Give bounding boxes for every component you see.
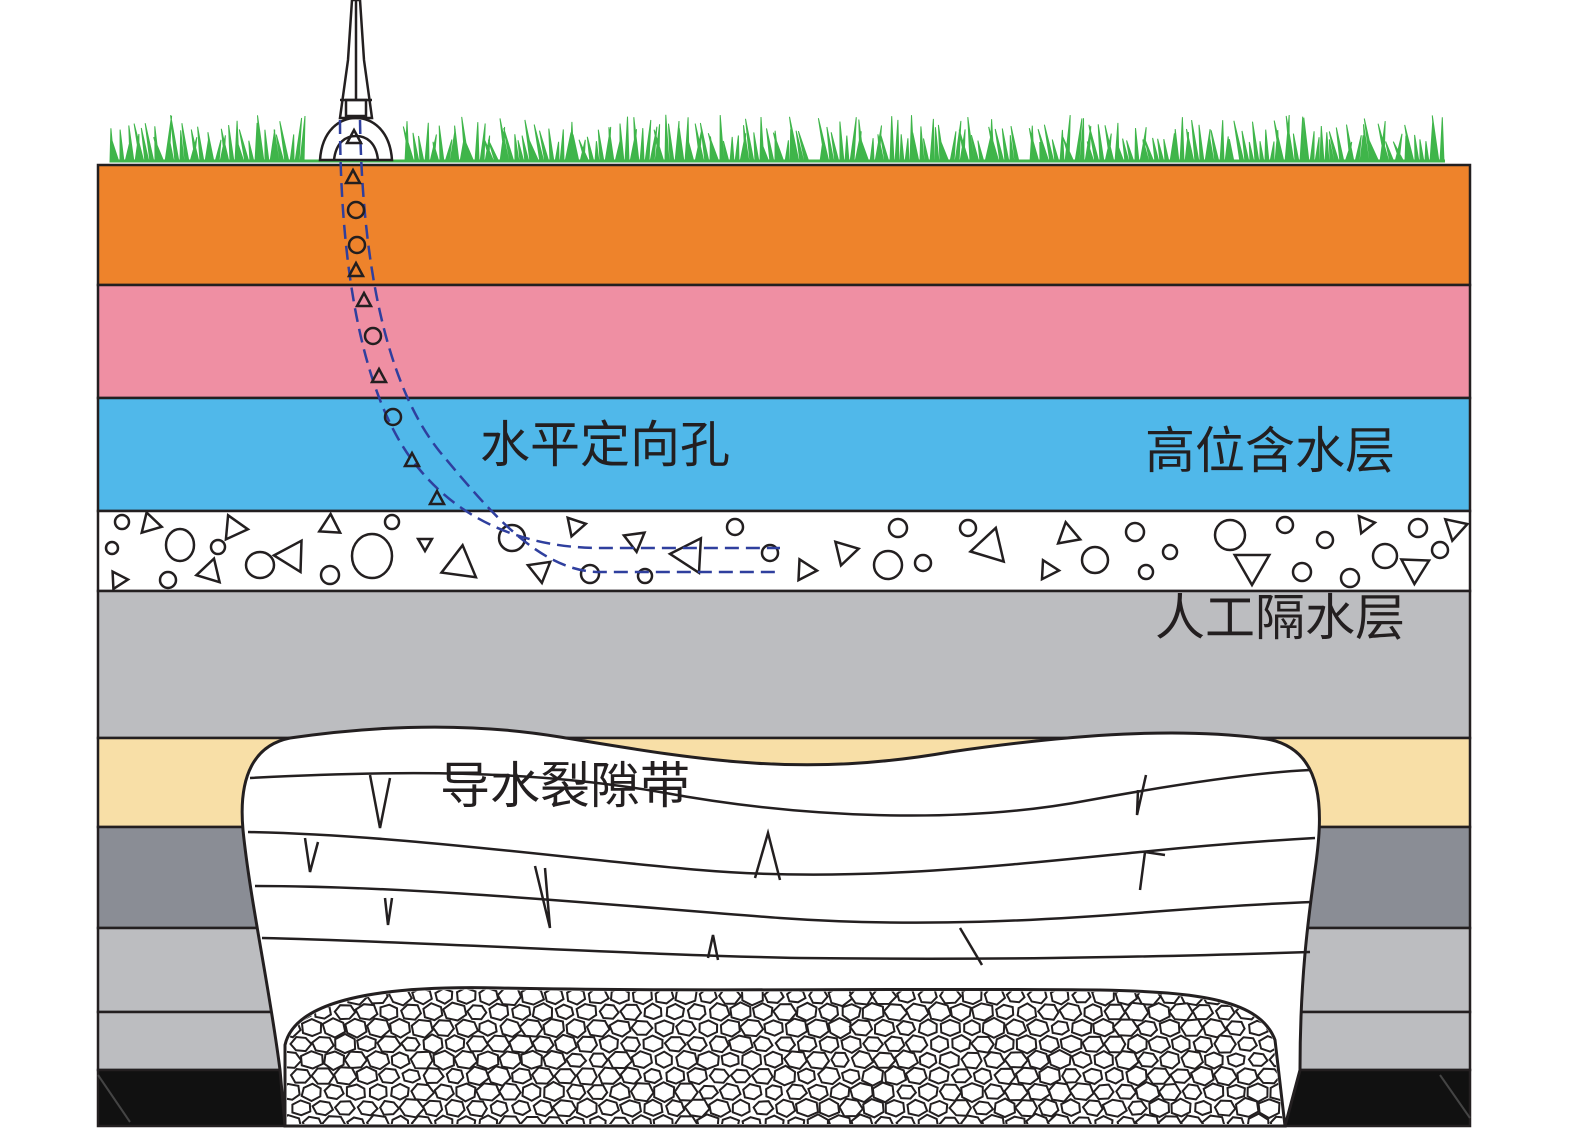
fracture-zone-label: 导水裂隙带 — [440, 757, 690, 815]
aquifer-label: 高位含水层 — [1145, 422, 1395, 480]
coal-hatch — [1439, 1074, 1471, 1119]
borehole-grout-symbols — [343, 127, 447, 506]
coal-hatch — [97, 1074, 131, 1123]
aquiclude-label: 人工隔水层 — [1155, 589, 1405, 647]
horizontal-directional-borehole — [338, 119, 780, 574]
grass-surface — [109, 114, 1445, 163]
drilling-rig-icon — [318, 0, 394, 162]
layer-artificial-aquiclude — [96, 509, 1472, 593]
layer-gray — [96, 589, 1472, 740]
borehole-label: 水平定向孔 — [480, 416, 730, 474]
caved-rubble-pattern — [287, 989, 1283, 1124]
layer-pink — [96, 283, 1472, 400]
aquiclude-gravel-pattern — [104, 510, 1470, 592]
fracture-lines — [247, 768, 1316, 966]
layer-orange — [96, 163, 1472, 287]
